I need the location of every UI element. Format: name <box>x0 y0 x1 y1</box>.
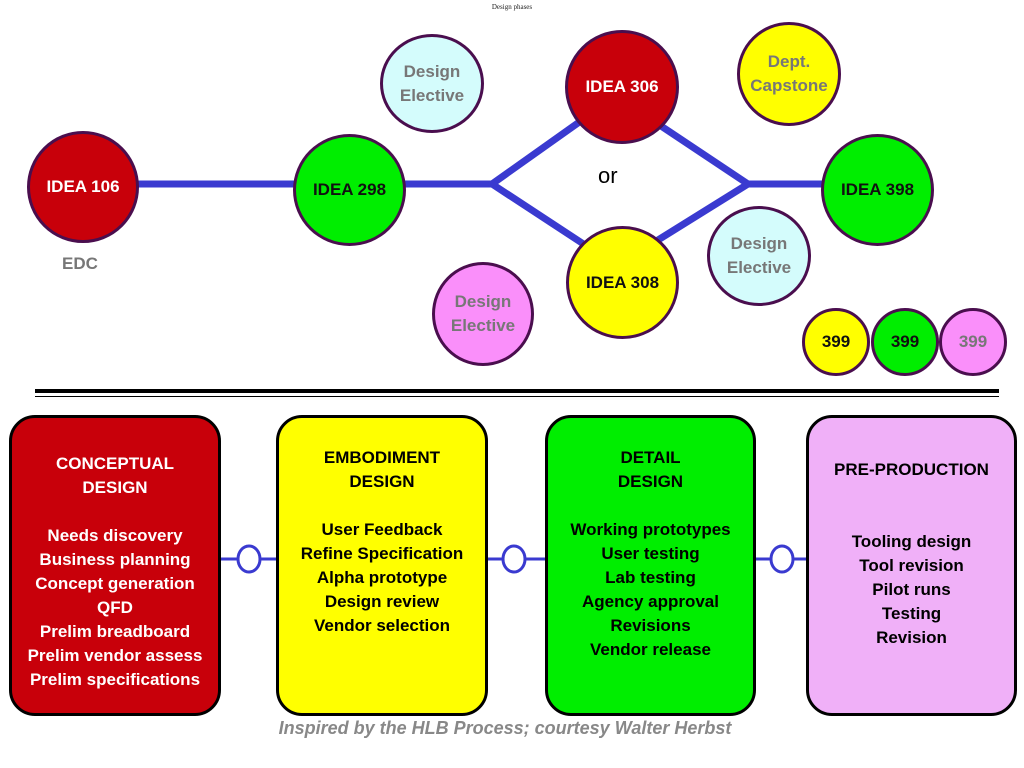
course-idea-308: IDEA 308 <box>566 226 679 339</box>
phase-item: Working prototypes <box>570 520 731 539</box>
dept-capstone-label: Dept. Capstone <box>750 52 828 95</box>
phase-title: CONCEPTUAL DESIGN <box>55 454 175 497</box>
phase-item: Alpha prototype <box>316 568 448 587</box>
edc-label: EDC <box>62 254 98 273</box>
phase-item: Pilot runs <box>872 580 951 599</box>
phase-item: Prelim specifications <box>29 670 201 689</box>
phase-item: Vendor release <box>590 640 711 659</box>
phase-item: Agency approval <box>582 592 719 611</box>
design-elective-pink: Design Elective <box>432 262 534 366</box>
phase-item: Prelim vendor assess <box>27 646 203 665</box>
phase-item: User testing <box>601 544 700 563</box>
credit-caption: Inspired by the HLB Process; courtesy Wa… <box>278 718 732 738</box>
dept-capstone: Dept. Capstone <box>737 22 841 126</box>
design-elective-top: Design Elective <box>380 34 484 133</box>
course-idea-398-label: IDEA 398 <box>840 180 915 199</box>
phase-item: Tooling design <box>851 532 972 551</box>
page-title: Design phases <box>491 3 533 11</box>
section-divider-thick <box>35 389 999 393</box>
phase-item: Prelim breadboard <box>39 622 191 641</box>
connector-308-join <box>654 180 752 244</box>
phase-link-ring-2 <box>501 544 527 574</box>
phase-embodiment-design: EMBODIMENT DESIGN User Feedback Refine S… <box>276 415 488 716</box>
design-elective-top-label: Design Elective <box>399 61 465 105</box>
course-idea-298-label: IDEA 298 <box>312 180 387 199</box>
course-idea-298: IDEA 298 <box>293 134 406 246</box>
phase-title: DETAIL DESIGN <box>617 448 684 491</box>
design-elective-pink-label: Design Elective <box>450 292 516 335</box>
phase-item: QFD <box>97 598 133 617</box>
course-399-pink: 399 <box>939 308 1007 376</box>
connector-fork-306 <box>488 114 589 188</box>
section-divider-thin <box>35 396 999 397</box>
phase-item: Design review <box>324 592 440 611</box>
connector-306-join <box>654 120 752 188</box>
phase-item: User Feedback <box>321 520 443 539</box>
phase-item: Vendor selection <box>313 616 451 635</box>
phase-title: PRE-PRODUCTION <box>834 460 989 479</box>
phase-item: Revisions <box>610 616 691 635</box>
course-idea-306: IDEA 306 <box>565 30 679 144</box>
course-399-green: 399 <box>871 308 939 376</box>
course-399-yellow-label: 399 <box>821 332 851 351</box>
design-elective-right-label: Design Elective <box>726 234 792 277</box>
course-idea-106-label: IDEA 106 <box>46 177 120 196</box>
course-idea-106: IDEA 106 <box>27 131 139 243</box>
course-399-yellow: 399 <box>802 308 870 376</box>
phase-title: EMBODIMENT DESIGN <box>323 448 441 491</box>
phase-link-ring-3 <box>769 544 795 574</box>
phase-pre-production: PRE-PRODUCTION Tooling design Tool revis… <box>806 415 1017 716</box>
design-elective-right: Design Elective <box>707 206 811 306</box>
phase-item: Business planning <box>39 550 191 569</box>
course-399-green-label: 399 <box>890 332 920 351</box>
course-idea-306-label: IDEA 306 <box>585 77 659 96</box>
phase-conceptual-design: CONCEPTUAL DESIGN Needs discovery Busine… <box>9 415 221 716</box>
phase-item: Refine Specification <box>300 544 464 563</box>
phase-item: Revision <box>876 628 947 647</box>
phase-detail-design: DETAIL DESIGN Working prototypes User te… <box>545 415 756 716</box>
connector-fork-308 <box>488 180 589 249</box>
course-idea-308-label: IDEA 308 <box>585 272 660 292</box>
phase-item: Lab testing <box>605 568 696 587</box>
phase-item: Testing <box>881 604 942 623</box>
course-399-pink-label: 399 <box>958 332 988 351</box>
phase-item: Tool revision <box>859 556 964 575</box>
course-idea-398: IDEA 398 <box>821 134 934 246</box>
phase-item: Concept generation <box>35 574 195 593</box>
phase-link-ring-1 <box>236 544 262 574</box>
or-label: or <box>598 163 618 188</box>
phase-item: Needs discovery <box>47 526 183 545</box>
